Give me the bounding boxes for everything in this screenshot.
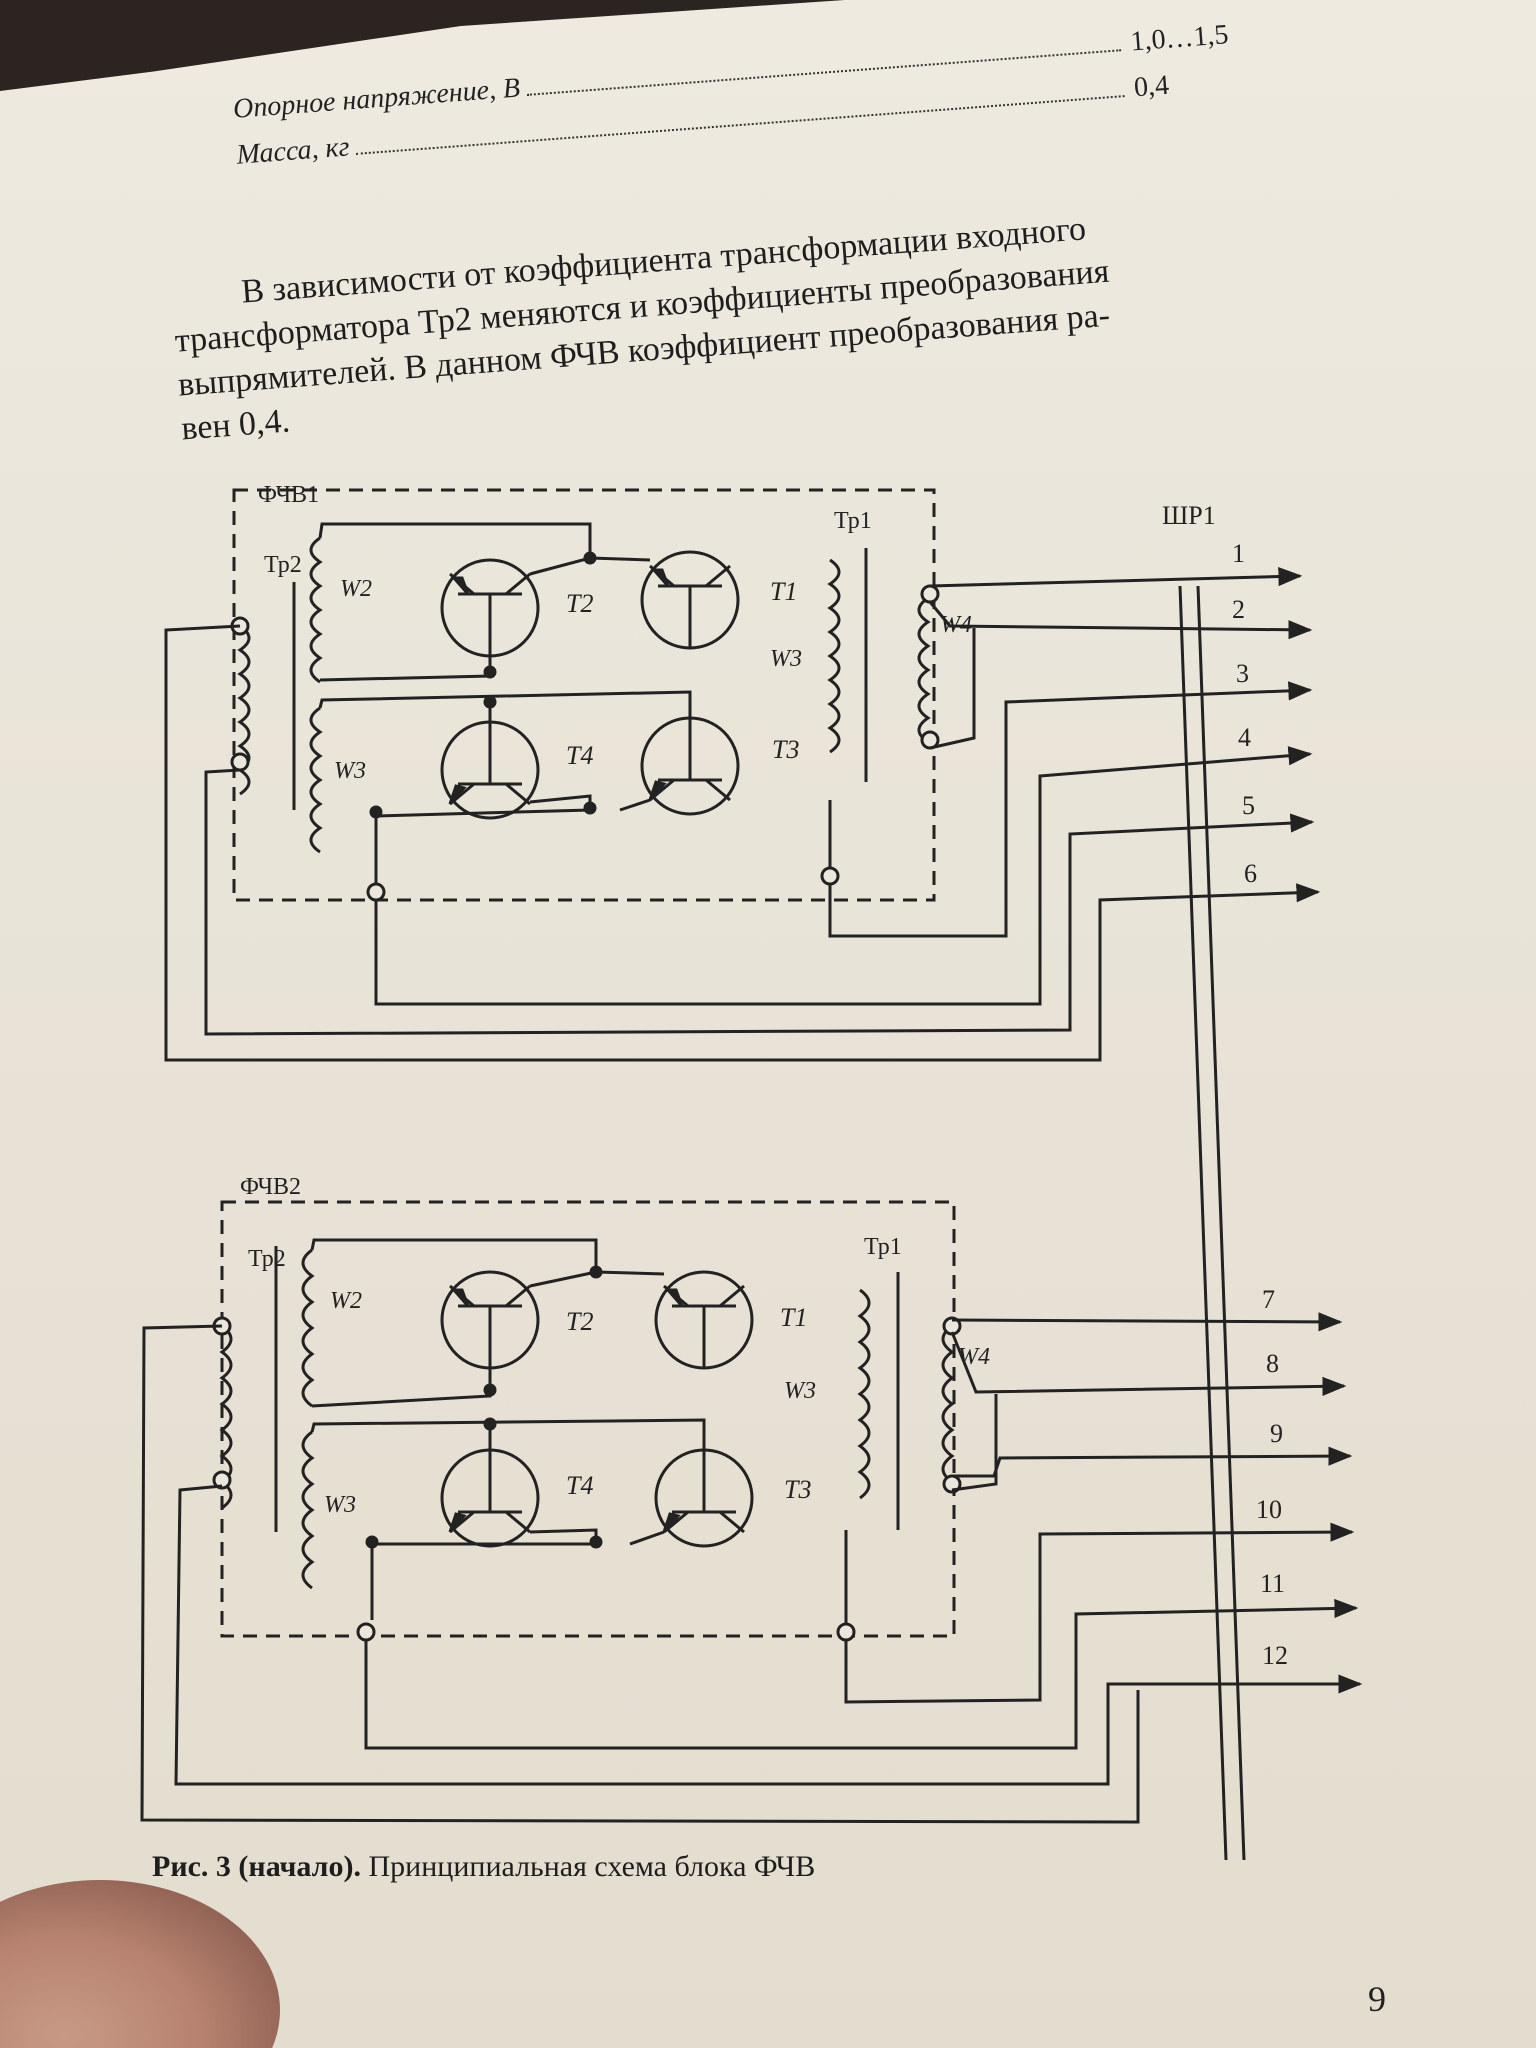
connector-shr1: ШР1 1 2 3 4 5 6 7 8 9 10 11 12 bbox=[1162, 501, 1288, 1861]
t2-label: T2 bbox=[566, 1307, 593, 1336]
terminal bbox=[356, 1622, 376, 1642]
w2-label: W2 bbox=[330, 1288, 362, 1314]
terminal bbox=[836, 1622, 856, 1642]
output-line-9 bbox=[952, 1446, 1353, 1478]
transistor-t1 bbox=[640, 550, 740, 650]
t3-label: T3 bbox=[772, 735, 799, 764]
junction bbox=[365, 1535, 379, 1549]
tr2-label: Тр2 bbox=[264, 552, 302, 578]
junction bbox=[369, 805, 383, 819]
pin-label: 3 bbox=[1236, 659, 1249, 688]
t2-label: T2 bbox=[566, 589, 593, 618]
wiring bbox=[140, 1324, 1140, 1824]
output-line-12 bbox=[174, 1484, 1363, 1786]
figure-number: Рис. 3 (начало). bbox=[152, 1850, 362, 1883]
winding-coil bbox=[309, 536, 323, 684]
output-line-11 bbox=[364, 1598, 1359, 1750]
block-title: ФЧВ1 bbox=[258, 482, 319, 508]
connector-label: ШР1 bbox=[1162, 501, 1216, 530]
junction bbox=[483, 665, 497, 679]
block-title: ФЧВ2 bbox=[240, 1174, 301, 1200]
pin-label: 12 bbox=[1262, 1641, 1288, 1670]
pin-label: 8 bbox=[1266, 1349, 1279, 1378]
pin-label: 9 bbox=[1270, 1419, 1283, 1448]
winding-coil bbox=[941, 1324, 955, 1484]
pin-label: 1 bbox=[1232, 539, 1245, 568]
output-line-1 bbox=[929, 566, 1303, 588]
t1-label: T1 bbox=[780, 1303, 807, 1332]
w3-left-label: W3 bbox=[334, 758, 366, 784]
output-line-6 bbox=[164, 624, 1321, 1062]
bus-line bbox=[1196, 585, 1246, 1861]
terminal bbox=[212, 1470, 232, 1490]
terminal bbox=[366, 882, 386, 902]
junction bbox=[583, 551, 597, 565]
tr2-label: Тр2 bbox=[248, 1246, 286, 1272]
w3-left-label: W3 bbox=[324, 1492, 356, 1518]
w3-right-label: W3 bbox=[784, 1378, 816, 1404]
output-line-4 bbox=[374, 746, 1313, 1006]
wiring bbox=[929, 628, 976, 750]
winding-coil bbox=[301, 1248, 315, 1408]
winding-coil bbox=[827, 558, 841, 754]
wiring bbox=[951, 1394, 998, 1492]
output-line-5 bbox=[204, 768, 1315, 1036]
output-line-3 bbox=[828, 681, 1313, 938]
bus-line bbox=[1178, 585, 1228, 1861]
pin-label: 2 bbox=[1232, 595, 1245, 624]
output-line-7 bbox=[951, 1312, 1343, 1332]
t4-label: T4 bbox=[566, 1471, 593, 1500]
winding-coil bbox=[309, 706, 323, 854]
output-line-8 bbox=[950, 1331, 1347, 1396]
figure-caption: Рис. 3 (начало). Принципиальная схема бл… bbox=[152, 1850, 815, 1884]
junction bbox=[483, 1417, 497, 1431]
t4-label: T4 bbox=[566, 741, 593, 770]
fchv2-block: ФЧВ2 Тр2 Тр1 W2 W3 T2 T1 T4 T3 bbox=[140, 1174, 1363, 1824]
pin-label: 5 bbox=[1242, 791, 1255, 820]
fchv1-block: ФЧВ1 Тр2 Тр1 W2 W3 T2 T1 T4 T3 bbox=[164, 482, 1321, 1062]
block-boundary bbox=[220, 1200, 956, 1638]
pin-label: 6 bbox=[1244, 859, 1257, 888]
pin-label: 10 bbox=[1256, 1495, 1282, 1524]
transistor-t2 bbox=[440, 558, 540, 658]
transistor-t2 bbox=[440, 1270, 540, 1370]
terminal bbox=[820, 866, 840, 886]
pin-label: 7 bbox=[1262, 1285, 1275, 1314]
transistor-t3 bbox=[654, 1448, 754, 1548]
terminal bbox=[920, 584, 940, 604]
block-boundary bbox=[232, 488, 936, 902]
pin-label: 11 bbox=[1260, 1569, 1285, 1598]
junction bbox=[483, 1383, 497, 1397]
tr1-label: Тр1 bbox=[834, 508, 872, 534]
transistor-t3 bbox=[640, 716, 740, 816]
transistor-t4 bbox=[440, 720, 540, 820]
junction bbox=[483, 695, 497, 709]
w2-label: W2 bbox=[340, 576, 372, 602]
output-line-2 bbox=[928, 601, 1313, 640]
output-line-10 bbox=[844, 1522, 1355, 1704]
junction bbox=[583, 801, 597, 815]
pin-label: 4 bbox=[1238, 723, 1251, 752]
w3-right-label: W3 bbox=[770, 646, 802, 672]
page-number: 9 bbox=[1368, 1979, 1386, 2019]
winding-coil bbox=[857, 1288, 871, 1500]
tr1-label: Тр1 bbox=[864, 1234, 902, 1260]
figure-title: Принципиальная схема блока ФЧВ bbox=[361, 1850, 816, 1883]
junction bbox=[589, 1265, 603, 1279]
t3-label: T3 bbox=[784, 1475, 811, 1504]
t1-label: T1 bbox=[770, 577, 797, 606]
winding-coil bbox=[301, 1430, 315, 1590]
wiring bbox=[310, 1238, 706, 1620]
terminal bbox=[230, 752, 250, 772]
winding-coil bbox=[917, 596, 931, 744]
junction bbox=[589, 1535, 603, 1549]
transistor-t4 bbox=[440, 1448, 540, 1548]
transistor-t1 bbox=[654, 1270, 754, 1370]
wiring bbox=[318, 522, 692, 884]
